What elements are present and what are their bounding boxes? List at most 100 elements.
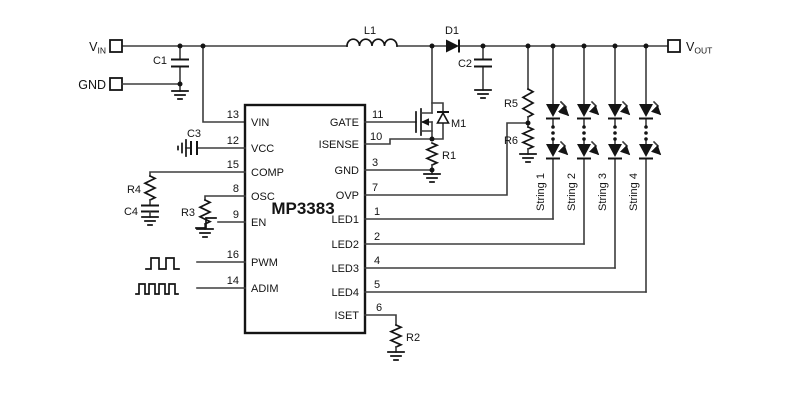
- gnd-terminal: GND: [78, 77, 181, 92]
- wire-isense: [364, 138, 433, 145]
- resistor-r3-network: R3: [181, 195, 246, 238]
- pin-num-12: 12: [227, 135, 239, 147]
- led-icon: [546, 144, 560, 157]
- step-signal-icon: [195, 217, 217, 229]
- vin-label: VIN: [89, 40, 106, 56]
- pin-num-8: 8: [233, 183, 239, 195]
- ground-icon: [519, 153, 537, 163]
- ground-icon: [177, 139, 187, 157]
- pin-num-14: 14: [227, 275, 239, 287]
- en-step-signal: [195, 217, 246, 229]
- pin-name-led2: LED2: [331, 239, 359, 251]
- pin-num-16: 16: [227, 249, 239, 261]
- led-string-2: String 2: [566, 45, 598, 245]
- pin-num-5: 5: [374, 279, 380, 291]
- pin-name-led1: LED1: [331, 214, 359, 226]
- resistor-r6: [520, 125, 536, 151]
- pin-num-11: 11: [372, 109, 383, 121]
- led-string-4: String 4: [628, 45, 660, 293]
- resistor-r5: [521, 87, 535, 119]
- c1-label: C1: [153, 55, 167, 67]
- capacitor-c2: C2: [458, 45, 492, 99]
- resistor-r2: [388, 323, 404, 349]
- c3-label: C3: [187, 128, 201, 140]
- pin-name-gate: GATE: [330, 117, 359, 129]
- c2-label: C2: [458, 58, 472, 70]
- led-icon: [639, 144, 653, 157]
- pin-num-13: 13: [227, 109, 239, 121]
- pin-num-7: 7: [372, 182, 378, 194]
- pin-num-6: 6: [376, 302, 382, 314]
- adim-signal: [135, 283, 246, 295]
- pwm-signal: [145, 257, 246, 270]
- resistor-r4: [143, 174, 157, 202]
- pin-num-4: 4: [374, 255, 380, 267]
- pin-name-pwm: PWM: [251, 257, 278, 269]
- pin-name-led4: LED4: [331, 287, 359, 299]
- resistor-r3: [198, 198, 212, 226]
- d1-label: D1: [445, 25, 459, 37]
- junction-dots: [177, 43, 649, 173]
- ground-icon: [474, 89, 492, 99]
- inductor-l1: L1: [346, 25, 398, 47]
- resistor-r2-network: R2: [364, 314, 420, 361]
- led-icon: [608, 104, 622, 117]
- pin-num-15: 15: [227, 159, 239, 171]
- led-icon: [608, 144, 622, 157]
- r5-label: R5: [504, 98, 518, 110]
- m1-label: M1: [451, 118, 466, 130]
- capacitor-c3: C3: [177, 128, 246, 157]
- r3-label: R3: [181, 207, 195, 219]
- pin-name-en: EN: [251, 217, 266, 229]
- square-wave-icon: [135, 283, 179, 295]
- pin-num-1: 1: [374, 206, 380, 218]
- led-string-3: String 3: [597, 45, 629, 269]
- capacitor-c1: C1: [153, 45, 189, 100]
- string-1-label: String 1: [535, 173, 547, 211]
- gnd-label: GND: [78, 78, 106, 92]
- pin-name-adim: ADIM: [251, 283, 279, 295]
- string-4-label: String 4: [628, 173, 640, 211]
- r2-label: R2: [406, 332, 420, 344]
- ground-icon: [141, 216, 159, 226]
- led-string-1: String 1: [535, 45, 568, 220]
- mosfet-m1: M1: [364, 45, 466, 140]
- resistor-r1-network: R1: [423, 141, 456, 183]
- l1-label: L1: [364, 25, 376, 37]
- string-2-label: String 2: [566, 173, 578, 211]
- ground-icon: [171, 90, 189, 100]
- ic-name: MP3383: [271, 199, 334, 218]
- ground-icon: [423, 173, 441, 183]
- ic-mp3383: MP3383 VIN VCC COMP OSC EN PWM ADIM 13 1…: [227, 103, 383, 335]
- vout-terminal: VOUT: [667, 39, 712, 56]
- pin-num-2: 2: [374, 231, 380, 243]
- pin-name-osc: OSC: [251, 191, 275, 203]
- pin-name-iset: ISET: [335, 310, 360, 322]
- resistor-r1: [424, 141, 440, 167]
- pin-name-gnd: GND: [335, 165, 360, 177]
- pin-name-led3: LED3: [331, 263, 359, 275]
- r1-label: R1: [442, 150, 456, 162]
- wire-ovp: [364, 122, 529, 196]
- pin-name-isense: ISENSE: [319, 139, 359, 151]
- led-icon: [577, 104, 591, 117]
- vin-terminal: VIN: [89, 39, 123, 56]
- rc-comp-network: R4 C4: [124, 171, 246, 226]
- pin-num-10: 10: [370, 131, 382, 143]
- pin-name-vcc: VCC: [251, 143, 274, 155]
- square-wave-icon: [145, 257, 180, 270]
- c4-label: C4: [124, 206, 138, 218]
- pin-name-comp: COMP: [251, 167, 284, 179]
- string-3-label: String 3: [597, 173, 609, 211]
- ground-icon: [196, 228, 214, 238]
- pin-num-9: 9: [233, 209, 239, 221]
- led-icon: [577, 144, 591, 157]
- vout-label: VOUT: [686, 40, 712, 56]
- pin-name-ovp: OVP: [336, 190, 359, 202]
- r4-label: R4: [127, 184, 141, 196]
- pin-name-vin: VIN: [251, 117, 269, 129]
- wire-vin-pin: [202, 45, 246, 123]
- pin-num-3: 3: [372, 157, 378, 169]
